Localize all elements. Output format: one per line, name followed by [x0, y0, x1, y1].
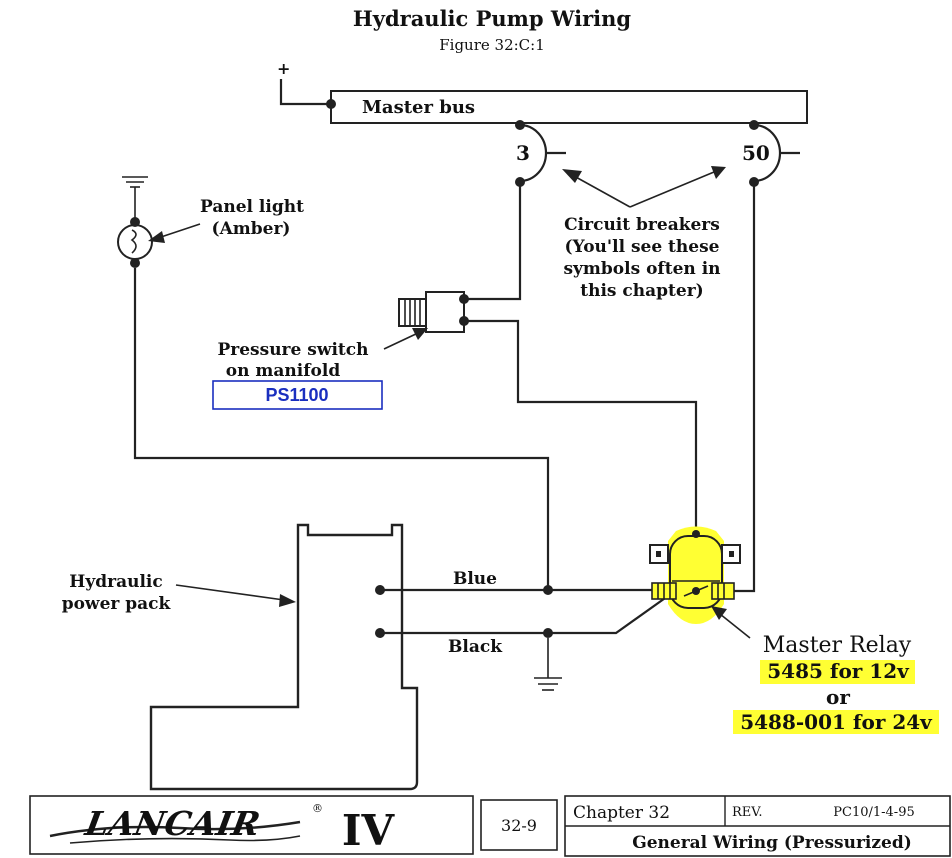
blue-wire-junction — [543, 585, 553, 595]
rev-code: PC10/1-4-95 — [833, 805, 915, 820]
ground-symbol-bottom — [534, 638, 562, 691]
breaker-arrows — [562, 166, 726, 208]
master-bus-label: Master bus — [362, 97, 475, 118]
pressure-switch-sublabel: on manifold — [226, 361, 341, 381]
pressure-switch-label: Pressure switch — [218, 340, 369, 360]
power-pack-arrow — [175, 584, 296, 607]
ground-symbol-top — [122, 176, 148, 221]
relay-24v-highlight — [733, 710, 939, 734]
logo-registered: ® — [312, 802, 323, 815]
breakers-note-4: this chapter) — [580, 281, 703, 301]
supply-wire — [279, 79, 331, 106]
switch-wire-to-relay — [464, 319, 698, 534]
black-wire-junction — [543, 628, 553, 638]
relay-12v: 5485 for 12v — [767, 659, 910, 683]
relay-12v-highlight — [760, 660, 915, 684]
diagram-title: Hydraulic Pump Wiring — [353, 6, 631, 31]
hydraulic-power-pack — [149, 523, 419, 791]
breaker50-wire — [722, 182, 756, 593]
rev-label: REV. — [732, 805, 763, 820]
breaker-3-label: 3 — [516, 141, 530, 165]
footer-block — [29, 795, 951, 857]
chapter-label: Chapter 32 — [573, 803, 670, 823]
breakers-note-3: symbols often in — [563, 259, 720, 279]
relay-label: Master Relay — [763, 633, 912, 658]
black-wire — [380, 595, 669, 635]
blue-wire-label: Blue — [453, 569, 497, 589]
logo-text: LANCAIR — [82, 804, 264, 843]
lamp-wire — [133, 268, 550, 590]
breaker-50-label: 50 — [742, 141, 770, 165]
pressure-switch — [398, 291, 469, 333]
page-number: 32-9 — [501, 816, 537, 835]
bus-terminal — [326, 99, 336, 109]
panel-light-label: Panel light — [200, 197, 304, 217]
panel-light-sublabel: (Amber) — [212, 219, 291, 239]
breakers-note-1: Circuit breakers — [564, 215, 720, 235]
model-label: IV — [342, 806, 396, 855]
circuit-breaker-3 — [515, 120, 566, 187]
part-number-text: PS1100 — [265, 385, 328, 405]
black-wire-label: Black — [448, 637, 503, 657]
switch-wire-to-breaker3 — [464, 182, 522, 301]
pressure-switch-arrow — [383, 328, 428, 350]
master-relay — [649, 526, 741, 624]
power-pack-sublabel: power pack — [62, 594, 172, 614]
breakers-note-2: (You'll see these — [565, 237, 720, 257]
figure-number: Figure 32:C:1 — [439, 36, 545, 54]
part-number-box — [212, 380, 383, 410]
relay-arrow — [711, 606, 751, 639]
relay-or: or — [826, 685, 850, 709]
section-title: General Wiring (Pressurized) — [632, 833, 912, 853]
lancair-logo — [49, 820, 301, 844]
plus-sign: + — [277, 59, 290, 78]
power-pack-label: Hydraulic — [69, 572, 162, 592]
relay-24v: 5488-001 for 24v — [740, 710, 933, 734]
panel-light-arrow — [148, 223, 201, 243]
panel-light-lamp — [117, 217, 153, 268]
